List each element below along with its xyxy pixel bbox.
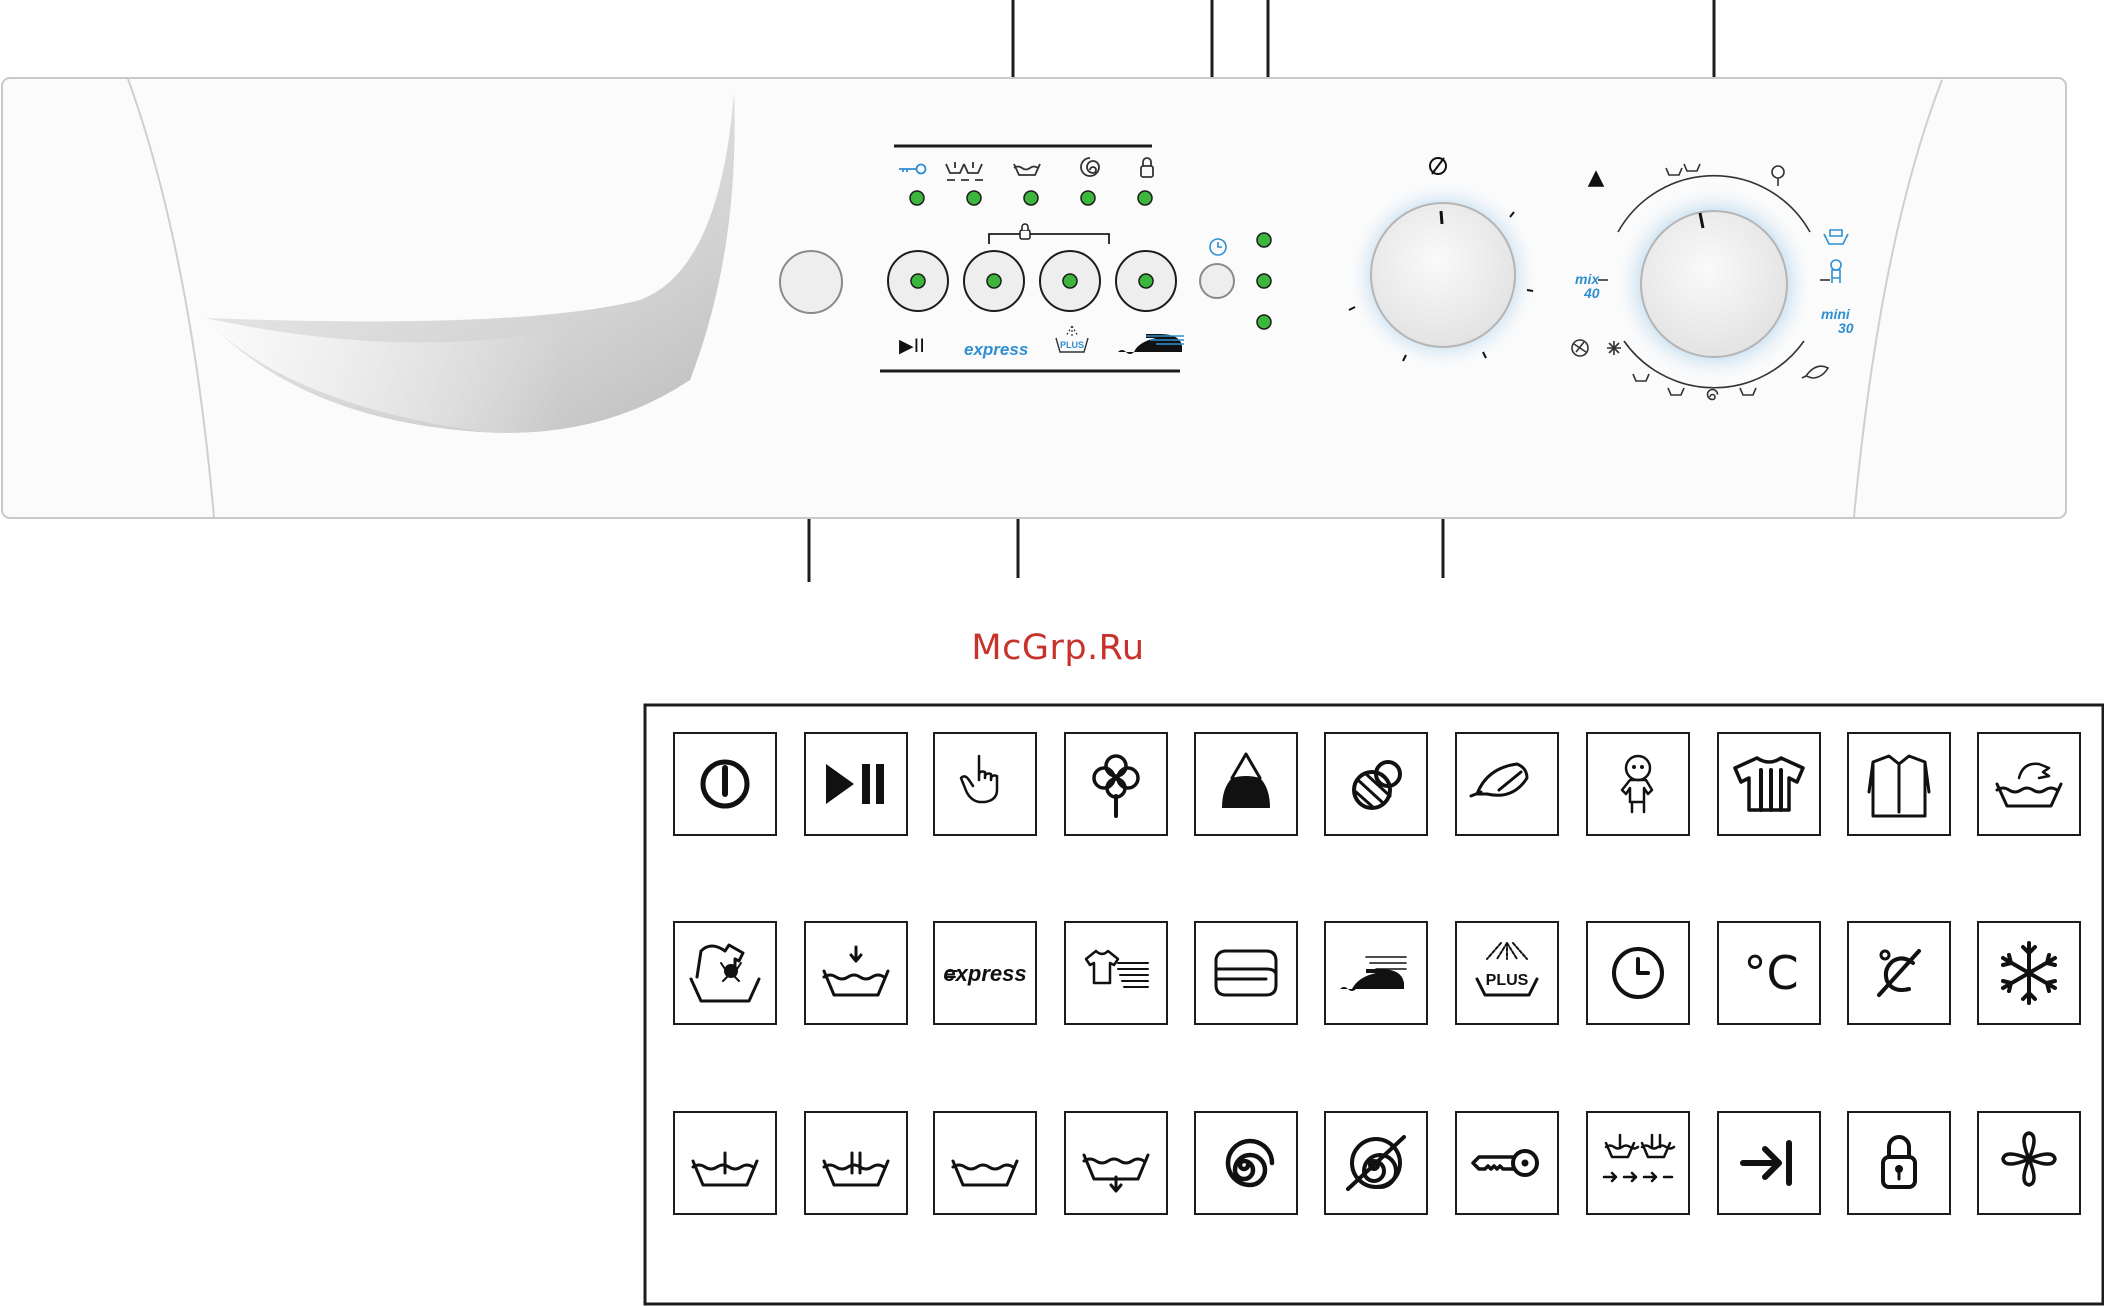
temperature-icon: °C xyxy=(1718,922,1820,1024)
program-knob[interactable] xyxy=(1612,182,1816,386)
spin-speed-knob[interactable] xyxy=(1345,177,1541,373)
led-wash xyxy=(1024,191,1038,205)
delicates-icon xyxy=(1456,733,1558,835)
prewash-icon xyxy=(805,922,907,1024)
rinse-hold-icon xyxy=(805,1112,907,1214)
led-lock xyxy=(1138,191,1152,205)
synthetics-icon xyxy=(1195,733,1297,835)
express-icon: express xyxy=(934,922,1036,1024)
legend-tiles: express PLUS °C xyxy=(674,733,2080,1214)
plus-icon: PLUS xyxy=(1456,922,1558,1024)
door-lock-icon xyxy=(1848,1112,1950,1214)
stain-icon xyxy=(674,922,776,1024)
easy-iron-icon xyxy=(1325,922,1427,1024)
watermark-text: McGrp.Ru xyxy=(958,628,1158,668)
end-icon xyxy=(1718,1112,1820,1214)
cold-icon xyxy=(1978,922,2080,1024)
key-icon xyxy=(1456,1112,1558,1214)
svg-text:°C: °C xyxy=(1743,946,1798,1000)
power-icon xyxy=(674,733,776,835)
no-temperature-icon xyxy=(1848,922,1950,1024)
express-label: express xyxy=(964,340,1028,359)
flower-icon xyxy=(1978,1112,2080,1214)
hand-touch-icon xyxy=(934,733,1036,835)
power-button[interactable] xyxy=(780,251,842,313)
spin-icon xyxy=(1195,1112,1297,1214)
drain-icon xyxy=(1065,1112,1167,1214)
cotton-icon xyxy=(1065,733,1167,835)
shirt-icon xyxy=(1848,733,1950,835)
no-spin-icon xyxy=(1325,1112,1427,1214)
child-lock-icon xyxy=(1020,224,1030,239)
sportswear-icon xyxy=(1718,733,1820,835)
svg-text:PLUS: PLUS xyxy=(1486,972,1529,989)
timer-icon xyxy=(1587,922,1689,1024)
play-pause-label: ▶II xyxy=(899,335,925,357)
play-pause-icon xyxy=(805,733,907,835)
delay-timer-button[interactable] xyxy=(1200,264,1234,298)
svg-text:40: 40 xyxy=(1583,285,1600,301)
hand-wash-icon xyxy=(1978,733,2080,835)
wool-icon xyxy=(1325,733,1427,835)
led-spin xyxy=(1081,191,1095,205)
legend-frame xyxy=(645,705,2103,1304)
svg-text:express: express xyxy=(943,961,1026,986)
led-rinse-steps xyxy=(967,191,981,205)
duvet-icon xyxy=(1195,922,1297,1024)
control-panel: ▶II express PLUS xyxy=(0,0,2104,600)
rinse-icon xyxy=(674,1112,776,1214)
baby-icon xyxy=(1587,733,1689,835)
cold-icon xyxy=(1607,341,1621,355)
rinse-steps-icon xyxy=(1587,1112,1689,1214)
quick-dry-icon xyxy=(1065,922,1167,1024)
wash-icon xyxy=(934,1112,1036,1214)
plus-label: PLUS xyxy=(1060,340,1084,350)
led-key xyxy=(910,191,924,205)
svg-text:30: 30 xyxy=(1838,320,1854,336)
